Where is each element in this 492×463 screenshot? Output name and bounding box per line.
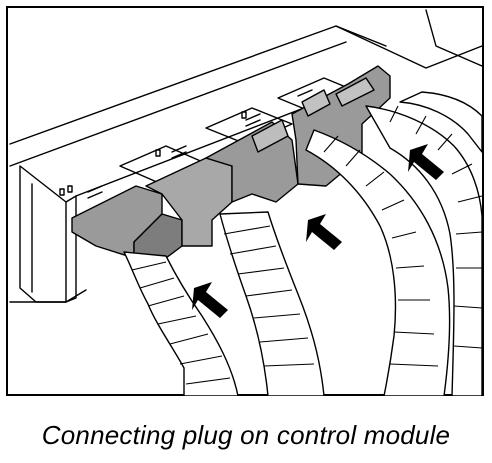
- wiring-harness: [123, 91, 483, 396]
- figure-caption: Connecting plug on control module: [41, 420, 451, 450]
- push-direction-arrow-icon: [192, 144, 444, 318]
- illustration-frame: [6, 6, 484, 396]
